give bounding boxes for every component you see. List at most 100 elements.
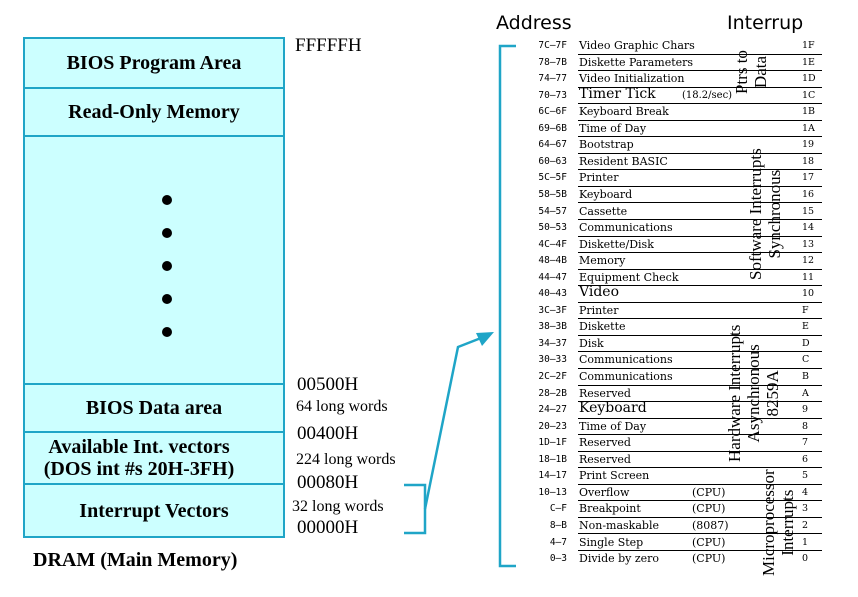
row-vector: 5 xyxy=(802,470,809,482)
row-vector: 8 xyxy=(802,420,809,432)
ellipsis-dot xyxy=(162,261,172,271)
row-address: 7C–7F xyxy=(538,40,567,51)
row-divider xyxy=(578,119,822,121)
available-int-vectors: Available Int. vectors (DOS int #s 20H-3… xyxy=(25,433,283,485)
hardware-interrupts-label: Hardware Interrupts Asynchronous 8259A xyxy=(725,324,782,462)
table-row: 34–37 Disk D xyxy=(522,336,822,353)
row-name: Bootstrap xyxy=(579,138,634,152)
row-vector: 13 xyxy=(802,238,815,250)
table-row: 54–57 Cassette 15 xyxy=(522,204,822,220)
row-vector: 2 xyxy=(802,519,809,531)
row-name: Overflow xyxy=(579,485,630,499)
row-address: 4–7 xyxy=(549,536,567,548)
row-divider xyxy=(578,268,822,270)
row-name: Video Initialization xyxy=(579,72,685,86)
row-address: 78–7B xyxy=(538,56,567,68)
row-divider xyxy=(578,219,822,220)
row-divider xyxy=(578,450,822,452)
bios-data-area-label: BIOS Data area xyxy=(85,397,223,419)
row-vector: 4 xyxy=(802,486,809,498)
row-vector: D xyxy=(802,337,810,349)
row-name: Printer xyxy=(579,171,619,185)
row-note: (CPU) xyxy=(692,552,726,566)
row-name: Cassette xyxy=(579,204,628,218)
row-address: 34–37 xyxy=(538,337,567,349)
row-name: Keyboard Break xyxy=(579,105,669,119)
row-name: Resident BASIC xyxy=(579,154,668,168)
row-name: Video xyxy=(579,284,620,301)
ptrs-to-data-label: Ptrs to Data xyxy=(732,50,770,94)
row-address: 6C–6F xyxy=(538,106,567,118)
row-address: 10–13 xyxy=(538,486,567,498)
row-divider xyxy=(578,235,822,237)
row-name: Printer xyxy=(579,303,619,317)
row-address: 48–4B xyxy=(538,255,567,267)
row-name: Memory xyxy=(579,254,626,268)
table-bracket xyxy=(498,44,516,568)
ellipsis-dot xyxy=(162,228,172,238)
address-00400h: 00400H xyxy=(297,423,359,444)
row-address: 8–B xyxy=(549,519,567,531)
row-address: 60–63 xyxy=(538,155,567,167)
row-vector: 1A xyxy=(802,122,815,134)
row-divider xyxy=(578,86,822,88)
row-note: (CPU) xyxy=(692,502,726,516)
row-name: Keyboard xyxy=(579,400,647,417)
expand-arrow xyxy=(423,336,482,510)
row-address: 54–57 xyxy=(538,205,567,217)
row-address: 74–77 xyxy=(538,73,567,85)
interrupt-vectors-label: Interrupt Vectors xyxy=(79,500,229,522)
row-vector: A xyxy=(802,387,809,399)
available-int-vectors-label: Available Int. vectors (DOS int #s 20H-3… xyxy=(43,436,235,480)
row-name: Disk xyxy=(579,336,604,350)
row-name: Non-maskable xyxy=(579,518,659,532)
row-address: C–F xyxy=(549,503,567,515)
row-divider xyxy=(578,367,822,369)
row-name: Diskette xyxy=(579,320,626,334)
row-address: 70–73 xyxy=(538,89,567,101)
row-vector: 0 xyxy=(802,553,809,565)
row-address: 30–33 xyxy=(538,354,567,366)
row-vector: 11 xyxy=(802,271,815,283)
row-divider xyxy=(578,516,822,518)
row-address: 3C–3F xyxy=(538,304,567,316)
address-header: Address xyxy=(496,12,572,34)
row-vector: C xyxy=(802,354,810,366)
row-divider xyxy=(578,53,822,55)
row-vector: 1 xyxy=(802,536,809,548)
row-name: Video Graphic Chars xyxy=(579,39,695,52)
row-vector: F xyxy=(802,304,809,316)
row-name: Timer Tick xyxy=(579,85,656,102)
row-divider xyxy=(578,434,822,436)
table-row: 8–B Non-maskable (8087) 2 xyxy=(522,518,822,535)
row-name: Equipment Check xyxy=(579,270,679,284)
row-divider xyxy=(578,301,822,303)
table-row: 3C–3F Printer F xyxy=(522,303,822,320)
row-note: (8087) xyxy=(692,518,729,532)
row-address: 69–6B xyxy=(538,122,567,134)
address-00080h: 00080H xyxy=(297,472,359,493)
row-name: Time of Day xyxy=(579,121,647,135)
row-name: Diskette/Disk xyxy=(579,237,654,251)
row-vector: 15 xyxy=(802,205,815,217)
